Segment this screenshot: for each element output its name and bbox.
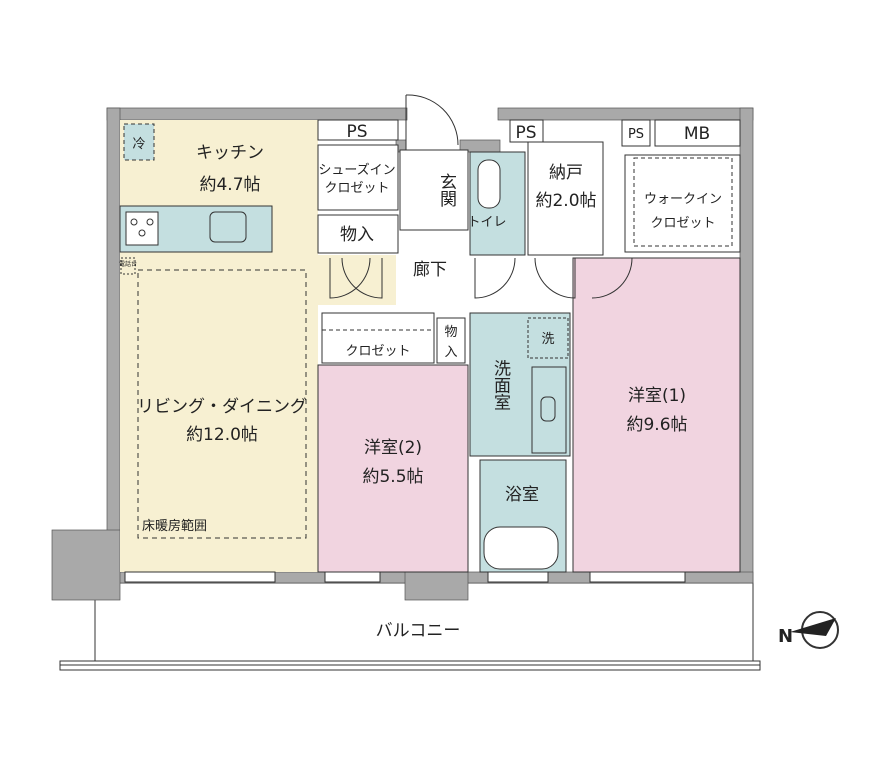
storage-room-size: 約2.0帖 — [535, 191, 596, 211]
washroom-label: 洗面室 — [490, 359, 511, 410]
sink-icon — [209, 211, 247, 243]
storage-1-label: 物入 — [340, 225, 374, 245]
floor-heating-label: 床暖房範囲 — [142, 518, 207, 534]
fridge-label: 冷 — [132, 137, 145, 152]
ps-label-2: PS — [515, 123, 536, 143]
storage-room-name: 納戸 — [549, 163, 583, 183]
mb-label: MB — [684, 124, 710, 144]
kitchen-passage — [318, 255, 396, 305]
ps-box-3 — [621, 119, 651, 147]
washer-label: 洗 — [541, 332, 554, 347]
entry-door-icon[interactable] — [405, 94, 459, 150]
stove-icon — [125, 211, 159, 246]
phone-stand — [120, 257, 136, 275]
bathroom-label: 浴室 — [505, 485, 539, 505]
closet-label: クロゼット — [345, 344, 410, 359]
shoe-closet-label-2: クロゼット — [324, 181, 389, 196]
kitchen-name: キッチン — [196, 143, 264, 163]
outer-walls — [51, 107, 754, 601]
bedroom1-name: 洋室(1) — [628, 386, 686, 406]
ps-label-3: PS — [628, 127, 644, 142]
wic-label-1: ウォークイン — [644, 192, 722, 207]
entrance — [399, 149, 469, 231]
kitchen-counter — [119, 205, 273, 253]
column-left — [51, 529, 121, 601]
storage-doors-icon — [329, 257, 383, 299]
storage-2 — [436, 317, 466, 364]
bathtub-icon — [483, 526, 559, 570]
toilet-bowl-icon — [477, 159, 501, 209]
bedroom2-name: 洋室(2) — [364, 438, 422, 458]
storage-2-label-2: 入 — [444, 345, 457, 360]
balcony-label: バルコニー — [376, 621, 461, 641]
storage-1 — [317, 214, 399, 254]
bedroom2 — [317, 364, 469, 573]
hallway-label: 廊下 — [413, 260, 447, 280]
hall-doors-icon — [474, 257, 633, 299]
living-name: リビング・ダイニング — [137, 397, 307, 417]
closet — [321, 312, 435, 364]
entrance-label: 玄関 — [436, 173, 456, 207]
floor-heating-area — [137, 269, 307, 539]
toilet-label: トイレ — [467, 215, 506, 230]
ps-box-1 — [317, 119, 399, 141]
compass-north-label: N — [778, 626, 793, 647]
shoe-closet-label-1: シューズイン — [318, 162, 395, 178]
walk-in-closet — [624, 154, 741, 253]
living-kitchen-area — [120, 120, 318, 572]
kitchen-size: 約4.7帖 — [199, 175, 260, 195]
ps-box-2 — [509, 119, 544, 143]
vanity-icon — [531, 366, 567, 454]
storage-2-label-1: 物 — [444, 325, 457, 340]
fridge-space — [123, 123, 155, 161]
windows — [124, 571, 686, 583]
wic-label-2: クロゼット — [650, 216, 715, 231]
shoe-closet — [317, 144, 399, 211]
mb-box — [654, 119, 741, 147]
storage-room — [527, 141, 604, 256]
phone-stand-label: 電話台 — [119, 260, 137, 268]
bedroom2-size: 約5.5帖 — [362, 467, 423, 487]
living-size: 約12.0帖 — [186, 425, 258, 445]
bedroom1 — [572, 257, 741, 573]
compass-icon: N — [778, 611, 839, 649]
washroom — [469, 312, 571, 457]
bedroom1-size: 約9.6帖 — [626, 415, 687, 435]
washer-space — [527, 317, 569, 359]
ps-label-1: PS — [346, 122, 367, 142]
